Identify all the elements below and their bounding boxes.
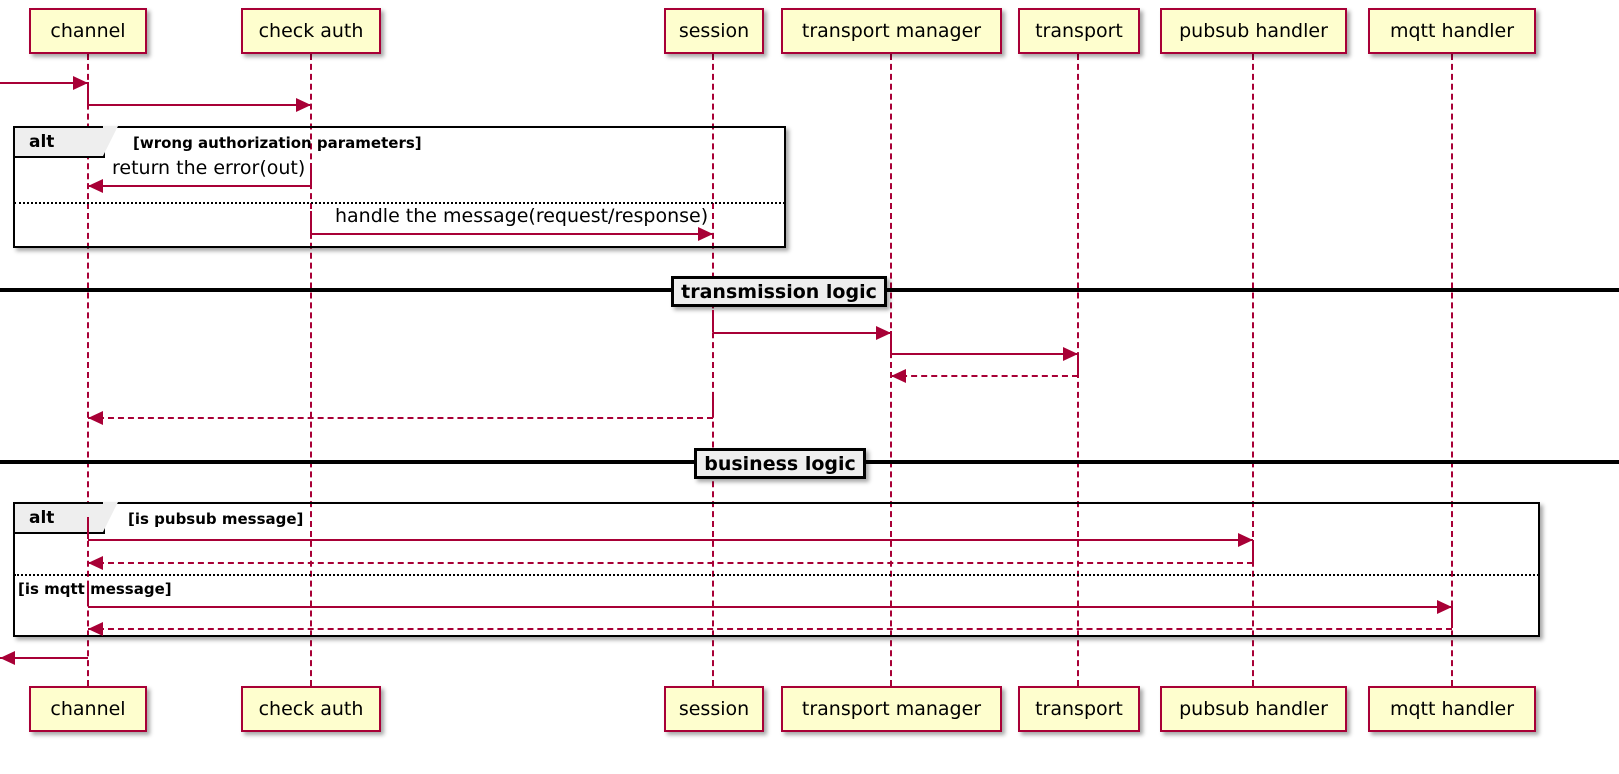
participant-top-session[interactable]: session <box>664 8 764 54</box>
participant-bottom-transport-manager[interactable]: transport manager <box>781 686 1002 732</box>
divider-business-logic: business logic <box>694 448 866 479</box>
participant-top-channel[interactable]: channel <box>29 8 147 54</box>
message-line-m7[interactable] <box>891 375 1078 377</box>
participant-bottom-transport[interactable]: transport <box>1018 686 1140 732</box>
participant-label: pubsub handler <box>1179 20 1328 42</box>
message-stem-m6 <box>890 331 892 353</box>
participant-label: check auth <box>258 698 364 720</box>
message-stem-m7 <box>1077 353 1079 375</box>
message-line-m3[interactable] <box>88 185 311 187</box>
participant-top-check-auth[interactable]: check auth <box>241 8 381 54</box>
lifeline-mqtt-handler <box>1451 54 1453 686</box>
fragment-operator-alt-message-type: alt <box>15 502 118 534</box>
fragment-operator-alt-authorization: alt <box>15 126 118 158</box>
fragment-guard-alt-message-type-0: [is pubsub message] <box>128 510 304 528</box>
participant-label: channel <box>50 20 126 42</box>
message-line-m10[interactable] <box>88 562 1253 564</box>
message-line-m11[interactable] <box>88 606 1452 608</box>
participant-bottom-pubsub-handler[interactable]: pubsub handler <box>1160 686 1347 732</box>
participant-bottom-mqtt-handler[interactable]: mqtt handler <box>1368 686 1536 732</box>
message-line-m8[interactable] <box>88 417 713 419</box>
lifeline-pubsub-handler <box>1252 54 1254 686</box>
participant-label: session <box>678 698 750 720</box>
message-label-m3: return the error(out) <box>112 157 306 179</box>
message-stem-m12 <box>1451 606 1453 628</box>
lifeline-session <box>712 54 714 686</box>
message-line-m13[interactable] <box>0 657 88 659</box>
message-line-m9[interactable] <box>88 539 1253 541</box>
message-line-m1[interactable] <box>0 82 88 84</box>
participant-label: mqtt handler <box>1389 698 1515 720</box>
message-line-m4[interactable] <box>311 233 713 235</box>
participant-bottom-channel[interactable]: channel <box>29 686 147 732</box>
message-stem-m5 <box>712 310 714 332</box>
participant-label: transport <box>1035 20 1123 42</box>
message-stem-m8 <box>712 395 714 417</box>
message-stem-m2 <box>87 82 89 104</box>
participant-label: session <box>678 20 750 42</box>
participant-label: transport manager <box>801 698 982 720</box>
participant-label: pubsub handler <box>1179 698 1328 720</box>
participant-label: channel <box>50 698 126 720</box>
participant-top-transport[interactable]: transport <box>1018 8 1140 54</box>
fragment-guard-alt-authorization-0: [wrong authorization parameters] <box>133 134 422 152</box>
lifeline-check-auth <box>310 54 312 686</box>
participant-label: transport <box>1035 698 1123 720</box>
participant-top-transport-manager[interactable]: transport manager <box>781 8 1002 54</box>
fragment-divider-alt-authorization-0 <box>14 202 785 204</box>
fragment-divider-alt-message-type-0 <box>14 574 1539 576</box>
message-label-m4: handle the message(request/response) <box>335 205 709 227</box>
message-line-m12[interactable] <box>88 628 1452 630</box>
message-stem-m11 <box>87 584 89 606</box>
participant-top-pubsub-handler[interactable]: pubsub handler <box>1160 8 1347 54</box>
message-line-m6[interactable] <box>891 353 1078 355</box>
lifeline-channel <box>87 54 89 686</box>
fragment-alt-authorization: alt <box>13 126 786 248</box>
participant-label: transport manager <box>801 20 982 42</box>
participant-label: check auth <box>258 20 364 42</box>
message-line-m5[interactable] <box>713 332 891 334</box>
participant-bottom-check-auth[interactable]: check auth <box>241 686 381 732</box>
participant-label: mqtt handler <box>1389 20 1515 42</box>
participant-bottom-session[interactable]: session <box>664 686 764 732</box>
message-line-m2[interactable] <box>88 104 311 106</box>
fragment-guard-alt-message-type-1: [is mqtt message] <box>18 580 172 598</box>
fragment-alt-message-type: alt <box>13 502 1540 637</box>
message-stem-m3 <box>310 163 312 185</box>
divider-transmission-logic: transmission logic <box>671 276 887 307</box>
participant-top-mqtt-handler[interactable]: mqtt handler <box>1368 8 1536 54</box>
message-stem-m4 <box>310 211 312 233</box>
message-stem-m9 <box>87 517 89 539</box>
divider-label: transmission logic <box>681 280 877 303</box>
message-stem-m10 <box>1252 540 1254 562</box>
divider-label: business logic <box>704 452 856 475</box>
